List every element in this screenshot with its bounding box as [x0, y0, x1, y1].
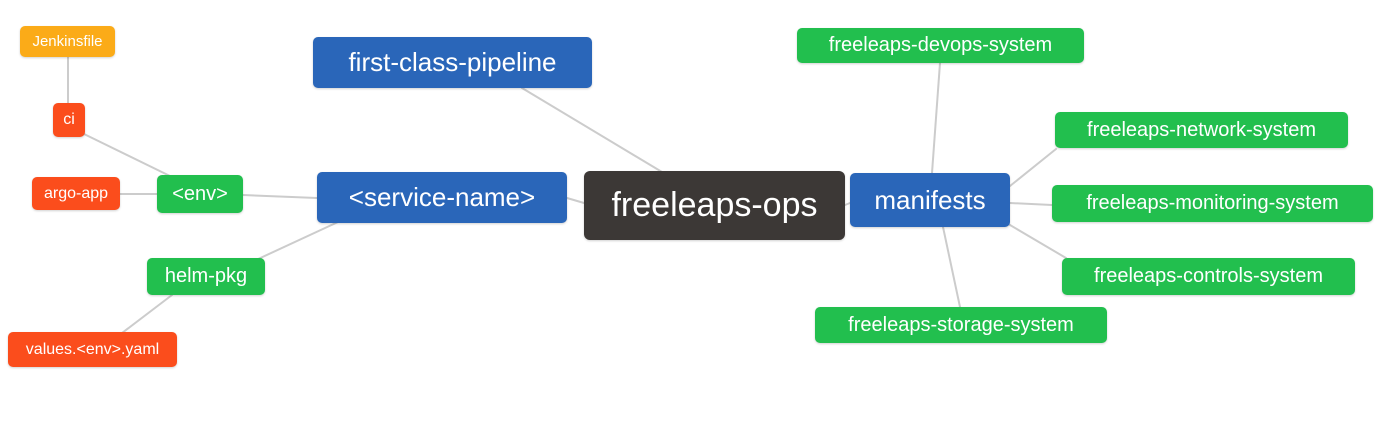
node-network-system[interactable]: freeleaps-network-system — [1055, 112, 1348, 148]
node-controls-system[interactable]: freeleaps-controls-system — [1062, 258, 1355, 295]
node-ci[interactable]: ci — [53, 103, 85, 137]
node-manifests[interactable]: manifests — [850, 173, 1010, 227]
edge-service-name-helm-pkg — [255, 221, 339, 261]
edge-ops-manifests — [844, 202, 851, 206]
edge-helm-pkg-values — [121, 294, 173, 334]
node-env[interactable]: <env> — [157, 175, 243, 213]
node-values-env-yaml[interactable]: values.<env>.yaml — [8, 332, 177, 367]
edge-manifests-controls — [1009, 224, 1067, 259]
node-service-name[interactable]: <service-name> — [317, 172, 567, 223]
edge-manifests-monitoring — [1009, 202, 1053, 206]
node-monitoring-system[interactable]: freeleaps-monitoring-system — [1052, 185, 1373, 222]
node-first-class-pipeline[interactable]: first-class-pipeline — [313, 37, 592, 88]
node-argo-app[interactable]: argo-app — [32, 177, 120, 210]
node-devops-system[interactable]: freeleaps-devops-system — [797, 28, 1084, 63]
node-jenkinsfile[interactable]: Jenkinsfile — [20, 26, 115, 57]
edge-manifests-network — [1009, 148, 1057, 187]
node-storage-system[interactable]: freeleaps-storage-system — [815, 307, 1107, 343]
node-helm-pkg[interactable]: helm-pkg — [147, 258, 265, 295]
edge-pipeline-ops — [521, 87, 663, 173]
edge-ci-env — [83, 133, 173, 178]
edge-service-name-ops — [566, 197, 585, 204]
edge-manifests-devops — [931, 62, 941, 174]
edge-manifests-storage — [942, 226, 961, 308]
edge-env-service-name — [242, 194, 318, 199]
node-freeleaps-ops-root[interactable]: freeleaps-ops — [584, 171, 845, 240]
